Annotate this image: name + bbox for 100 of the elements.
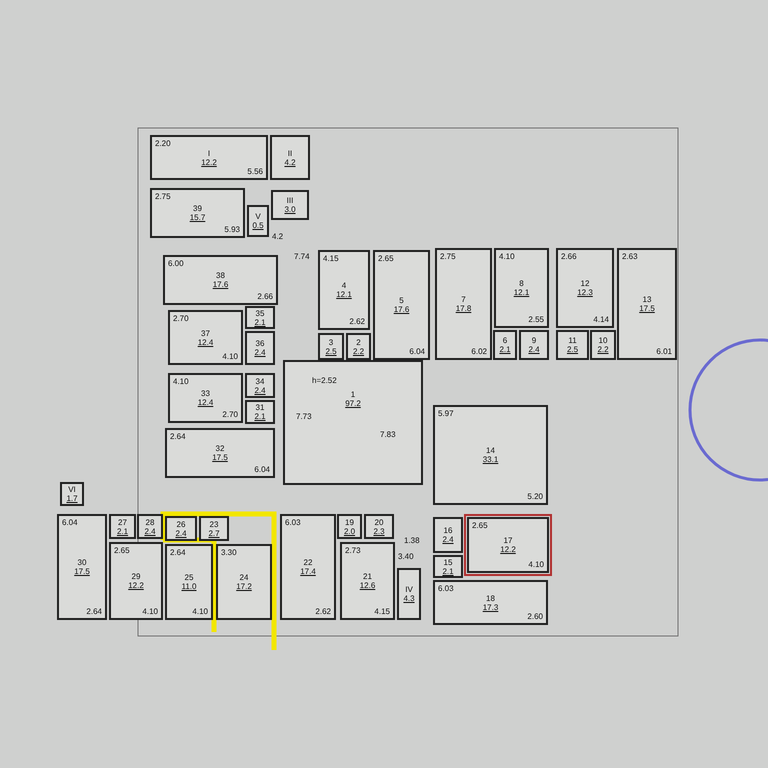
room	[247, 205, 269, 237]
room-area: 17.6	[212, 280, 228, 289]
room-area: 12.1	[514, 288, 530, 297]
room-area: 2.4	[528, 345, 540, 354]
room	[493, 330, 517, 360]
room-area: 2.5	[325, 346, 337, 356]
room	[433, 405, 548, 505]
dimension-label: 2.60	[527, 612, 543, 621]
dimension-label: 2.65	[472, 521, 488, 530]
dimension-label: 6.04	[409, 347, 425, 356]
room	[318, 333, 344, 360]
dimension-label: 4.10	[528, 560, 544, 569]
room-number: 21	[363, 572, 372, 581]
room-area: 12.3	[577, 288, 593, 297]
room-number: 3	[328, 338, 334, 346]
dimension-label: 4.15	[323, 254, 339, 263]
dimension-label: 2.65	[114, 546, 130, 555]
room-number: 28	[146, 518, 154, 526]
dimension-label: 4.2	[272, 232, 284, 241]
room-area: 2.2	[352, 346, 364, 356]
dimension-label: 6.03	[438, 584, 454, 593]
room-number: 8	[519, 279, 524, 288]
room-number: 2	[356, 338, 361, 346]
room-number: 32	[216, 444, 224, 453]
room-area: 0.5	[252, 221, 264, 230]
room	[590, 330, 616, 360]
room-area: 12.2	[201, 158, 217, 166]
room-area: 12.1	[336, 290, 352, 299]
room-area: 12.2	[500, 545, 516, 554]
room-number: III	[286, 196, 294, 205]
room-area: 2.1	[499, 345, 511, 354]
room-number: 29	[132, 572, 140, 581]
stairwell	[150, 135, 268, 180]
room-number: I	[208, 148, 210, 158]
room-number: II	[288, 148, 292, 158]
room-area: 17.5	[212, 453, 228, 462]
room-number: 11	[568, 336, 577, 345]
room	[435, 248, 492, 360]
dimension-label: 2.20	[155, 139, 171, 148]
dimension-label: 7.74	[294, 252, 310, 261]
room	[57, 514, 107, 620]
dimension-label: 2.55	[528, 315, 544, 324]
room-number: 13	[642, 295, 652, 304]
room	[519, 330, 549, 360]
room-area: 2.4	[144, 526, 156, 536]
room-area: 2.7	[208, 528, 220, 538]
dimension-label: 2.75	[440, 252, 456, 261]
dimension-label: 5.93	[224, 225, 240, 234]
room-area: 4.3	[403, 594, 415, 603]
room-number: 31	[256, 403, 264, 412]
room	[150, 188, 245, 238]
room-number: 22	[304, 558, 312, 567]
room	[433, 517, 463, 553]
room	[109, 542, 163, 620]
dimension-label: 6.04	[62, 518, 78, 527]
dimension-label: 2.62	[315, 607, 331, 616]
dimension-label: 6.03	[285, 518, 301, 527]
room-area: 12.2	[128, 581, 144, 590]
room	[346, 333, 371, 360]
room	[556, 248, 614, 328]
stairwell	[397, 568, 421, 620]
room-number: 6	[502, 336, 508, 345]
room-number: 5	[399, 296, 404, 305]
room-number: 37	[201, 328, 210, 338]
room	[271, 190, 309, 220]
dimension-label: 4.10	[192, 607, 208, 616]
room	[433, 555, 463, 578]
dimension-label: 6.01	[656, 347, 672, 356]
room	[137, 514, 163, 539]
room	[280, 514, 336, 620]
dimension-label: 1.38	[404, 536, 420, 545]
dimension-label: 2.70	[222, 410, 238, 419]
room-number: 15	[444, 558, 452, 566]
room-number: 30	[78, 558, 86, 567]
room-area: 2.3	[373, 526, 385, 536]
room	[494, 248, 549, 328]
room-number: 19	[345, 518, 354, 526]
room-area: 12.4	[198, 398, 214, 407]
dimension-label: 7.73	[296, 412, 312, 421]
room	[168, 373, 243, 423]
room	[433, 580, 548, 625]
dimension-label: 4.15	[374, 607, 390, 616]
room-number: 4	[342, 281, 346, 290]
dimension-label: 4.10	[173, 377, 189, 386]
room-number: 1	[350, 390, 356, 399]
room-number: 7	[461, 295, 466, 304]
room-area: 97.2	[345, 399, 361, 408]
dimension-label: 2.66	[561, 252, 577, 261]
room	[245, 400, 275, 424]
room-number: V	[255, 212, 261, 221]
room	[165, 544, 213, 620]
room	[556, 330, 589, 360]
room-area: 2.4	[175, 528, 187, 538]
dimension-label: 3.30	[221, 548, 237, 557]
dimension-label: 5.56	[247, 167, 263, 176]
room-area: 3.0	[284, 205, 296, 214]
dimension-label: 2.64	[170, 548, 186, 557]
room	[165, 428, 275, 478]
dimension-label: 2.64	[170, 432, 186, 441]
dimension-label: 4.14	[593, 315, 609, 324]
